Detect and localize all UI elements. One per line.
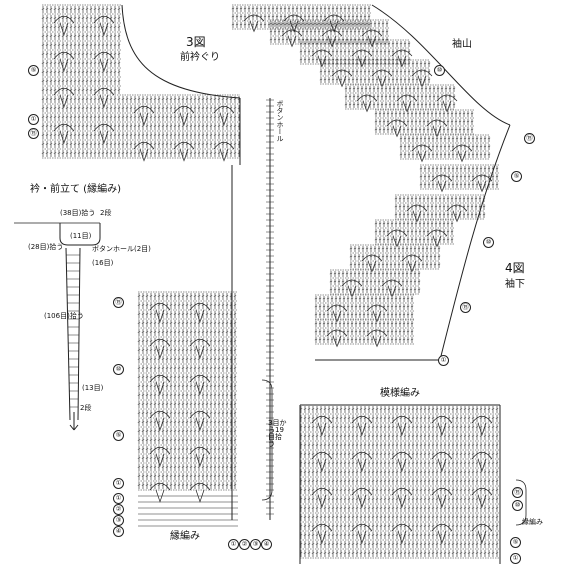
row-mark: ① (113, 478, 124, 489)
sleeve-step-5 (374, 109, 475, 138)
row-mark: ④ (113, 526, 124, 537)
row-mark: ① (228, 539, 239, 550)
row-mark: ⑤ (511, 171, 522, 182)
collar-label-16: (16目) (92, 259, 114, 267)
sleeve-step-4 (344, 84, 458, 113)
sleeve-step-13 (314, 319, 415, 348)
sleeve-step-8 (394, 194, 486, 223)
collar-arrow-head (69, 424, 75, 431)
fig4-name: 袖下 (505, 279, 525, 290)
collar-label-13: (13目) (82, 384, 104, 392)
armhole-curve (121, 4, 241, 99)
sleeve-step-1 (269, 19, 390, 48)
row-mark: ⑮ (460, 302, 471, 313)
bracket-label: 縁編み (522, 518, 543, 526)
collar-arrow-head (73, 424, 79, 431)
row-mark: ⑮ (512, 487, 523, 498)
collar-label-bottom: 2段 (80, 404, 92, 412)
pattern-label: 模様編み (380, 388, 420, 399)
fig4-label: 4図 (505, 261, 525, 275)
row-mark: ⑩ (434, 65, 445, 76)
row-mark: ③ (250, 539, 261, 550)
pick-up-bracket (261, 379, 273, 501)
row-mark: ⑮ (113, 297, 124, 308)
row-mark: ② (113, 504, 124, 515)
pattern-block (299, 404, 500, 559)
pick-up-label: 3目から19目拾う (268, 419, 287, 448)
sleeve-step-11 (329, 269, 421, 298)
row-mark: ④ (261, 539, 272, 550)
sleeve-side-outline (439, 124, 511, 361)
row-mark: ③ (113, 515, 124, 526)
collar-neck (59, 223, 101, 246)
row-mark: ① (510, 553, 521, 564)
row-mark: ⑤ (113, 430, 124, 441)
body-bottom-label: 縁編み (170, 531, 200, 542)
front-armhole-block (41, 4, 122, 159)
row-mark: ① (113, 493, 124, 504)
row-mark: ⑤ (510, 537, 521, 548)
row-mark: ① (438, 355, 449, 366)
front-armhole-block-lower (121, 94, 241, 162)
fig3-name: 前衿ぐり (180, 52, 220, 63)
row-mark: ⑩ (113, 364, 124, 375)
right-bracket (515, 479, 527, 526)
sleeve-step-9 (374, 219, 455, 248)
body-block (137, 291, 238, 503)
row-mark: ① (28, 114, 39, 125)
collar-band (65, 247, 81, 421)
sleeve-step-12 (314, 294, 415, 323)
row-mark: ⑮ (524, 133, 535, 144)
fig3-label: 3図 (186, 35, 206, 49)
collar-label-38: (38目)拾う (60, 209, 96, 217)
row-mark: ⑮ (28, 128, 39, 139)
sleeve-step-10 (349, 244, 441, 273)
sleeve-step-7 (419, 164, 500, 193)
collar-label-11: (11目) (70, 232, 92, 240)
sleeve-step-6 (399, 134, 491, 163)
collar-label-28: (28目)拾う (28, 243, 64, 251)
sleeve-step-3 (319, 59, 433, 88)
row-mark: ⑩ (483, 237, 494, 248)
collar-label-btn: ボタンホール(2目) (92, 245, 151, 253)
sleeve-cap-label: 袖山 (452, 39, 472, 50)
button-hole-vertical-label: ボタンホール (276, 100, 284, 142)
sleeve-cap-outline (371, 4, 511, 126)
collar-label-106: (106目)拾う (44, 312, 84, 320)
sleeve-step-0 (231, 4, 372, 33)
sleeve-step-2 (299, 39, 413, 68)
row-mark: ⑤ (28, 65, 39, 76)
row-mark: ⑩ (512, 500, 523, 511)
row-mark: ② (239, 539, 250, 550)
collar-label-rows: 2段 (100, 209, 112, 217)
collar-title: 衿・前立て (縁編み) (30, 184, 121, 195)
